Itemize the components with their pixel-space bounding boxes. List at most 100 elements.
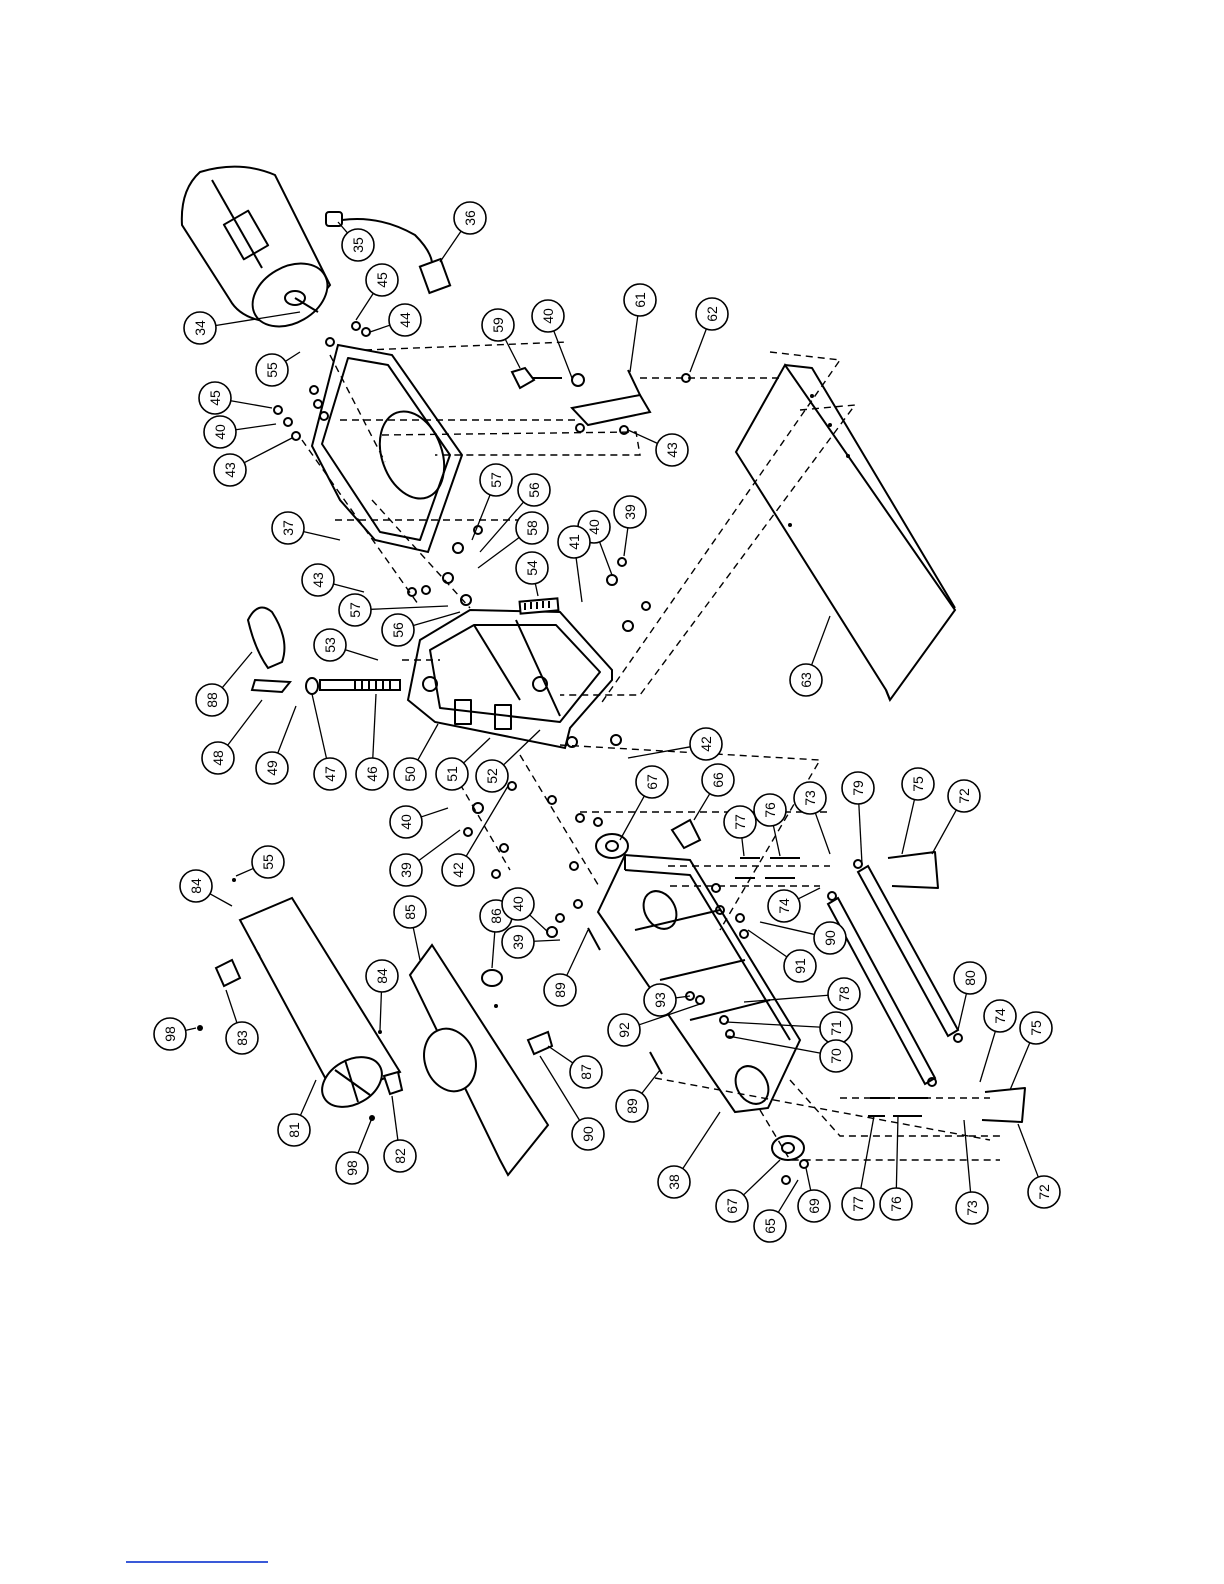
lead-screw-part xyxy=(306,678,400,694)
callout-number: 67 xyxy=(724,1198,740,1214)
callout-number: 40 xyxy=(540,308,556,324)
callout-number: 34 xyxy=(192,320,208,336)
callout-leader-line xyxy=(228,700,262,745)
bracket-66-part xyxy=(672,820,700,848)
callout-leader-line xyxy=(530,915,548,932)
callout-leader-line xyxy=(798,888,820,899)
callout-leader-line xyxy=(304,532,340,540)
conveyor-frame-part xyxy=(598,855,800,1112)
callout-41: 41 xyxy=(558,526,590,602)
callout-84: 84 xyxy=(180,870,232,906)
callout-number: 44 xyxy=(397,312,413,328)
callout-75: 75 xyxy=(1010,1012,1052,1090)
callout-number: 92 xyxy=(616,1022,632,1038)
callout-39: 39 xyxy=(502,926,560,958)
callout-number: 55 xyxy=(264,362,280,378)
callout-number: 58 xyxy=(524,520,540,536)
callout-number: 91 xyxy=(792,958,808,974)
callout-number: 40 xyxy=(510,896,526,912)
callout-40: 40 xyxy=(532,300,572,378)
handle-part xyxy=(248,608,290,693)
callout-number: 42 xyxy=(698,736,714,752)
callout-leader-line xyxy=(980,1031,995,1082)
mounting-plate-part xyxy=(312,345,462,552)
callout-leader-line xyxy=(958,994,966,1030)
callout-number: 40 xyxy=(398,814,414,830)
callout-leader-line xyxy=(567,930,588,976)
callout-leader-line xyxy=(932,810,956,854)
callout-number: 59 xyxy=(490,317,506,333)
callout-number: 43 xyxy=(222,462,238,478)
callout-80: 80 xyxy=(954,962,986,1030)
knob-part xyxy=(482,970,502,986)
callout-leader-line xyxy=(683,1112,720,1169)
callout-leader-line xyxy=(964,1120,971,1192)
callout-number: 65 xyxy=(762,1218,778,1234)
callout-number: 75 xyxy=(910,776,926,792)
callout-74: 74 xyxy=(980,1000,1016,1082)
callout-leader-line xyxy=(642,1070,660,1093)
callout-88: 88 xyxy=(196,652,252,716)
callout-number: 41 xyxy=(566,534,582,550)
callout-number: 52 xyxy=(484,768,500,784)
callout-number: 84 xyxy=(188,878,204,894)
callout-number: 98 xyxy=(162,1026,178,1042)
callout-55: 55 xyxy=(236,846,284,878)
callout-65: 65 xyxy=(754,1180,798,1242)
callout-leader-line xyxy=(413,928,420,960)
callout-83: 83 xyxy=(226,990,258,1054)
callout-leader-line xyxy=(620,796,644,840)
callout-leader-line xyxy=(333,584,364,592)
callout-number: 87 xyxy=(578,1064,594,1080)
callout-number: 46 xyxy=(364,766,380,782)
callout-82: 82 xyxy=(384,1096,416,1172)
callout-leader-line xyxy=(418,724,438,760)
callout-leader-line xyxy=(806,1168,811,1190)
callout-leader-line xyxy=(812,616,830,665)
callout-number: 61 xyxy=(632,292,648,308)
callout-number: 39 xyxy=(398,862,414,878)
callout-73: 73 xyxy=(794,782,830,854)
callout-leader-line xyxy=(748,930,787,957)
callout-77: 77 xyxy=(724,806,756,856)
callout-number: 56 xyxy=(526,482,542,498)
callout-leader-line xyxy=(576,558,582,602)
callout-76: 76 xyxy=(880,1116,912,1220)
callout-number: 90 xyxy=(580,1126,596,1142)
callout-number: 90 xyxy=(822,930,838,946)
callout-45: 45 xyxy=(199,382,272,414)
callout-leader-line xyxy=(236,868,253,876)
callout-61: 61 xyxy=(624,284,656,372)
callout-number: 50 xyxy=(402,766,418,782)
callout-number: 72 xyxy=(1036,1184,1052,1200)
callout-leader-line xyxy=(392,1096,398,1140)
callout-number: 89 xyxy=(624,1098,640,1114)
callout-leader-line xyxy=(815,813,830,854)
callout-number: 74 xyxy=(776,898,792,914)
callout-number: 78 xyxy=(836,986,852,1002)
callout-57: 57 xyxy=(472,464,512,540)
callout-52: 52 xyxy=(476,730,540,792)
callout-98: 98 xyxy=(336,1118,372,1184)
callout-leader-line xyxy=(285,352,300,361)
callout-number: 55 xyxy=(260,854,276,870)
callout-59: 59 xyxy=(482,309,520,368)
callout-leader-line xyxy=(859,804,862,864)
callout-number: 75 xyxy=(1028,1020,1044,1036)
callout-layer: 3435364544554540435940616243375756584039… xyxy=(154,202,1060,1242)
callout-number: 37 xyxy=(280,520,296,536)
callout-leader-line xyxy=(345,650,378,660)
callout-leader-line xyxy=(624,528,628,556)
callout-leader-line xyxy=(742,838,744,856)
bracket-87-part xyxy=(528,1032,552,1054)
callout-leader-line xyxy=(358,1118,372,1153)
callout-number: 36 xyxy=(462,210,478,226)
callout-44: 44 xyxy=(370,304,421,336)
callout-50: 50 xyxy=(394,724,438,790)
callout-number: 39 xyxy=(510,934,526,950)
callout-number: 47 xyxy=(322,766,338,782)
callout-number: 88 xyxy=(204,692,220,708)
callout-number: 57 xyxy=(488,472,504,488)
callout-number: 76 xyxy=(888,1196,904,1212)
callout-90: 90 xyxy=(760,922,846,954)
